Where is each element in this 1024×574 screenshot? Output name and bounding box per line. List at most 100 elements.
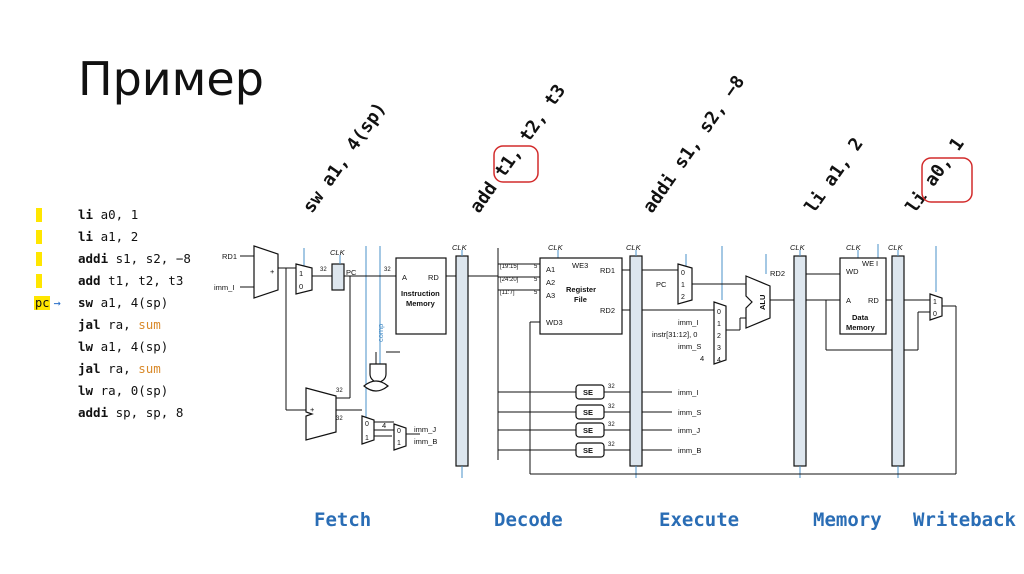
code-line: add t1, t2, t3 xyxy=(30,270,230,292)
rf-rd2-label: RD2 xyxy=(600,306,615,315)
pc-pointer: pc→ xyxy=(34,292,61,314)
bitfield-label: [19:15] xyxy=(500,264,519,270)
clk-label: CLK xyxy=(790,243,806,252)
rf-we3-label: WE3 xyxy=(572,261,588,270)
stage-fetch: Fetch xyxy=(314,509,372,531)
dm-a-label: A xyxy=(846,296,851,305)
slide-title: Пример xyxy=(78,52,264,106)
bus-width-label: 32 xyxy=(384,267,391,273)
rf-a1-label: A1 xyxy=(546,265,555,274)
stage-execute: Execute xyxy=(659,509,740,531)
operands: ra, 0(sp) xyxy=(93,383,169,398)
mux-input-label: 0 xyxy=(397,428,401,435)
opcode: addi xyxy=(78,405,109,420)
bus-width-label: 32 xyxy=(336,388,343,394)
operands: a1, 4(sp) xyxy=(93,339,169,354)
highlight-marker xyxy=(36,208,42,222)
alu-srcb-mux xyxy=(713,301,727,365)
imm-mux xyxy=(393,423,407,451)
register-highlight-t1 xyxy=(493,145,539,183)
se-label: SE xyxy=(583,446,593,455)
operands: t1, t2, t3 xyxy=(100,273,184,288)
opcode: jal xyxy=(78,317,101,332)
clk-label: CLK xyxy=(888,243,904,252)
control-wires xyxy=(303,244,937,478)
opcode: addi xyxy=(78,251,109,266)
pc-mux xyxy=(295,263,313,295)
imm-i-label: imm_I xyxy=(214,283,234,292)
mux-input-label: 3 xyxy=(717,345,721,352)
imm-i-label: imm_I xyxy=(678,318,698,327)
clk-label: CLK xyxy=(330,248,346,257)
se-label: SE xyxy=(583,388,593,397)
alu-srca-mux xyxy=(677,263,693,305)
opcode: jal xyxy=(78,361,101,376)
const-four-label: 4 xyxy=(700,354,704,363)
stage-memory: Memory xyxy=(813,509,882,531)
highlight-marker xyxy=(36,230,42,244)
imm-j-label: imm_J xyxy=(678,426,700,435)
target-mux xyxy=(361,415,375,445)
sign-extend-j xyxy=(575,422,605,438)
assembly-listing: li a0, 1 li a1, 2 addi s1, s2, −8 add t1… xyxy=(30,204,230,424)
imm-b-label: imm_B xyxy=(414,437,437,446)
bus-width-label: 32 xyxy=(320,267,327,273)
opcode: add xyxy=(78,273,101,288)
mux-input-label: 1 xyxy=(933,299,937,306)
rf-a2-label: A2 xyxy=(546,278,555,287)
rf-a3-label: A3 xyxy=(546,291,555,300)
rd1-adder xyxy=(253,245,279,299)
opcode: li xyxy=(78,207,94,222)
bus-width-label: 32 xyxy=(608,404,615,410)
imem-name-label: Instruction xyxy=(401,289,440,298)
opcode: lw xyxy=(78,339,94,354)
bus-width-label: 5 xyxy=(534,290,538,296)
code-line: addi s1, s2, −8 xyxy=(30,248,230,270)
opcode: li xyxy=(78,229,94,244)
or-gate xyxy=(363,380,389,392)
alu-unit xyxy=(745,275,771,329)
clk-label: CLK xyxy=(548,243,564,252)
stage-writeback: Writeback xyxy=(913,509,1016,531)
operands: a0, 1 xyxy=(93,207,139,222)
dm-rd-label: RD xyxy=(868,296,879,305)
operands: a1, 2 xyxy=(93,229,139,244)
operands: ra, xyxy=(100,361,139,376)
dm-i-label: I xyxy=(876,259,878,268)
rf-name-label: File xyxy=(574,295,587,304)
mux-input-label: 2 xyxy=(681,294,685,301)
bitfield-label: [24:20] xyxy=(500,277,519,283)
rd1-label: RD1 xyxy=(222,252,237,261)
dm-we-label: WE xyxy=(862,259,874,268)
imm-b-label: imm_B xyxy=(678,446,701,455)
mux-input-label: 1 xyxy=(681,282,685,289)
rf-wd3-label: WD3 xyxy=(546,318,563,327)
stage-decode: Decode xyxy=(494,509,563,531)
mux-input-label: 0 xyxy=(717,309,721,316)
register-file xyxy=(539,257,623,335)
dm-name-label: Data xyxy=(852,313,869,322)
opcode: sw xyxy=(78,295,94,310)
bus-width-label: 5 xyxy=(534,277,538,283)
highlight-marker xyxy=(36,274,42,288)
code-line: li a0, 1 xyxy=(30,204,230,226)
instruction-memory xyxy=(395,257,447,335)
comp-label: comp xyxy=(376,324,385,342)
pc-label: PC xyxy=(656,280,667,289)
highlight-marker xyxy=(36,252,42,266)
mux-input-label: 2 xyxy=(717,333,721,340)
code-line: jal ra, sum xyxy=(30,358,230,380)
mux-input-label: 1 xyxy=(299,269,303,278)
mux-input-label: 4 xyxy=(717,357,721,364)
bus-width-label: 32 xyxy=(608,442,615,448)
register-highlight-a0 xyxy=(921,157,973,203)
opcode: lw xyxy=(78,383,94,398)
sign-extend-i xyxy=(575,384,605,400)
code-line: lw ra, 0(sp) xyxy=(30,380,230,402)
data-memory xyxy=(839,257,887,335)
operands: ra, xyxy=(100,317,139,332)
operands: s1, s2, −8 xyxy=(108,251,191,266)
rf-name-label: Register xyxy=(566,285,596,294)
mux-input-label: 0 xyxy=(681,270,685,277)
